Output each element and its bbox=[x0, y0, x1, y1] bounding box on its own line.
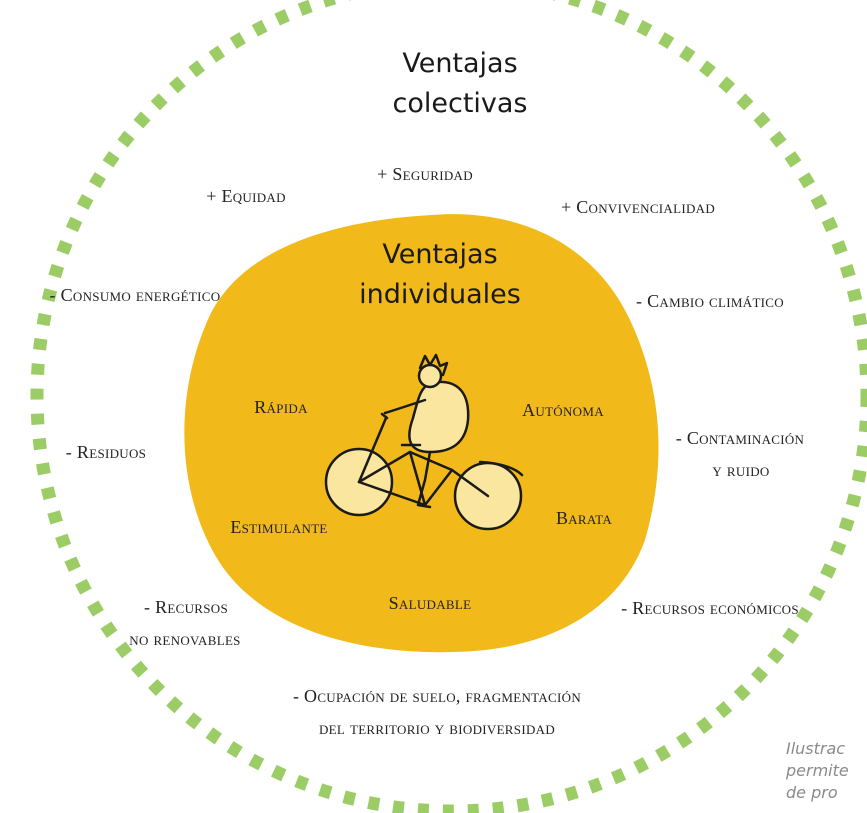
credit-line3: de pro bbox=[786, 783, 838, 802]
bike-rack bbox=[478, 460, 524, 477]
label-seguridad: + Seguridad bbox=[377, 164, 473, 184]
label-ocupacion-line2: del territorio y biodiversidad bbox=[319, 718, 555, 738]
label-cambio-climatico: - Cambio climático bbox=[636, 291, 784, 311]
label-recursos-no-renovables-line1: - Recursos bbox=[144, 597, 228, 617]
bike-fork bbox=[357, 412, 389, 484]
outer-title-line2: colectivas bbox=[393, 88, 528, 119]
rider-arm bbox=[383, 398, 427, 415]
label-ocupacion-line1: - Ocupación de suelo, fragmentación bbox=[293, 686, 581, 706]
label-autonoma: Autónoma bbox=[522, 400, 604, 420]
label-recursos-no-renovables-line2: no renovables bbox=[129, 629, 240, 649]
label-contaminacion-line1: - Contaminación bbox=[676, 428, 805, 448]
label-convivencialidad: + Convivencialidad bbox=[561, 197, 715, 217]
rider-head bbox=[417, 363, 443, 389]
label-residuos: - Residuos bbox=[66, 442, 146, 462]
label-contaminacion-line2: y ruido bbox=[712, 460, 769, 480]
label-recursos-economicos: - Recursos económicos bbox=[621, 598, 799, 618]
label-barata: Barata bbox=[556, 508, 612, 528]
inner-title-line2: individuales bbox=[359, 279, 521, 310]
label-estimulante: Estimulante bbox=[230, 517, 327, 537]
bike-frame bbox=[357, 450, 490, 498]
outer-title-line1: Ventajas bbox=[402, 48, 517, 79]
label-equidad: + Equidad bbox=[206, 186, 286, 206]
outer-dotted-ring bbox=[30, 0, 867, 813]
label-saludable: Saludable bbox=[389, 593, 472, 613]
label-consumo-energetico: - Consumo energético bbox=[50, 285, 221, 305]
cyclist-illustration bbox=[324, 353, 524, 531]
credit-line1: Ilustrac bbox=[786, 739, 846, 758]
rider-hair bbox=[418, 353, 449, 377]
bike-chainstay bbox=[357, 480, 427, 507]
label-rapida: Rápida bbox=[254, 397, 308, 417]
illustration-credit: Ilustrac permite de pro bbox=[786, 738, 867, 804]
credit-line2: permite bbox=[786, 761, 849, 780]
inner-title-line1: Ventajas bbox=[382, 239, 497, 270]
